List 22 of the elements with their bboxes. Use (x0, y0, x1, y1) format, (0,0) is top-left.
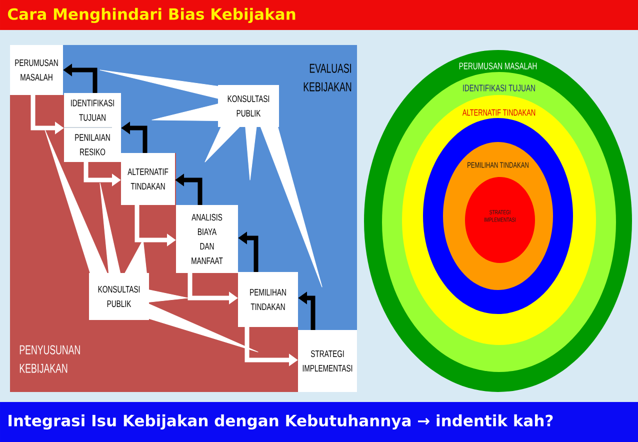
node-label: KONSULTASI PUBLIK (228, 95, 270, 117)
process-box: IDENTIFIKASI TUJUAN PENILAIAN RESIKO (64, 93, 121, 162)
process-box: PERUMUSAN MASALAH (10, 45, 63, 95)
region-label: EVALUASI KEBIJAKAN (304, 64, 352, 92)
callout-pointer (148, 290, 188, 302)
callout-pointer (260, 126, 322, 288)
process-box: ANALISIS BIAYA DAN MANFAAT (176, 205, 238, 273)
process-box: STRATEGI IMPLEMENTASI (298, 330, 357, 392)
callout-pointer (100, 182, 120, 274)
process-box: PEMILIHAN TINDAKAN (238, 272, 298, 327)
node-label: KONSULTASI PUBLIK (98, 286, 140, 308)
process-box: ALTERNATIF TINDAKAN (121, 153, 175, 205)
callout-pointer (245, 126, 257, 180)
callout-pointer (204, 126, 240, 162)
callout-pointer (152, 104, 218, 121)
callout-box: KONSULTASI PUBLIK (89, 273, 149, 320)
caption-banner: Integrasi Isu Kebijakan dengan Kebutuhannya → indentik kah? (0, 402, 638, 442)
title-banner: Cara Menghindari Bias Kebijakan (0, 0, 638, 30)
callout-pointer (100, 70, 218, 99)
callout-pointer (148, 304, 258, 352)
callout-pointer (124, 240, 147, 274)
region-label: PENYUSUNAN KEBIJAKAN (20, 345, 80, 373)
